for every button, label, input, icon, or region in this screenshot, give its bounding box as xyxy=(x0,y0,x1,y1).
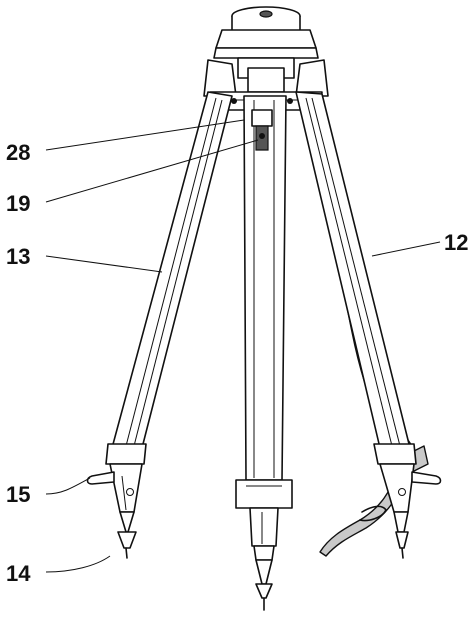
callout-label: 28 xyxy=(6,140,30,165)
leader-line xyxy=(371,241,441,257)
callout-label: 19 xyxy=(6,191,30,216)
leader-line xyxy=(45,119,245,151)
callout-19: 19 xyxy=(6,139,259,216)
callout-13: 13 xyxy=(6,244,163,273)
callout-12: 12 xyxy=(371,230,468,257)
tripod-leg-center xyxy=(235,95,293,611)
callout-label: 12 xyxy=(444,230,468,255)
leader-line xyxy=(45,555,111,573)
leader-line xyxy=(45,255,163,273)
callout-label: 13 xyxy=(6,244,30,269)
callout-15: 15 xyxy=(6,477,91,507)
leader-line xyxy=(45,477,91,495)
leg-step-right xyxy=(411,471,442,485)
leader-line xyxy=(45,139,259,203)
leg-step-left xyxy=(86,471,115,485)
leg-clamp-screw xyxy=(251,109,273,151)
callout-label: 14 xyxy=(6,561,31,586)
tripod-head xyxy=(203,6,329,111)
callout-14: 14 xyxy=(6,555,111,586)
callout-28: 28 xyxy=(6,119,245,165)
callout-label: 15 xyxy=(6,482,30,507)
tripod-leg-left xyxy=(105,91,233,559)
tripod-leg-right xyxy=(295,91,417,559)
